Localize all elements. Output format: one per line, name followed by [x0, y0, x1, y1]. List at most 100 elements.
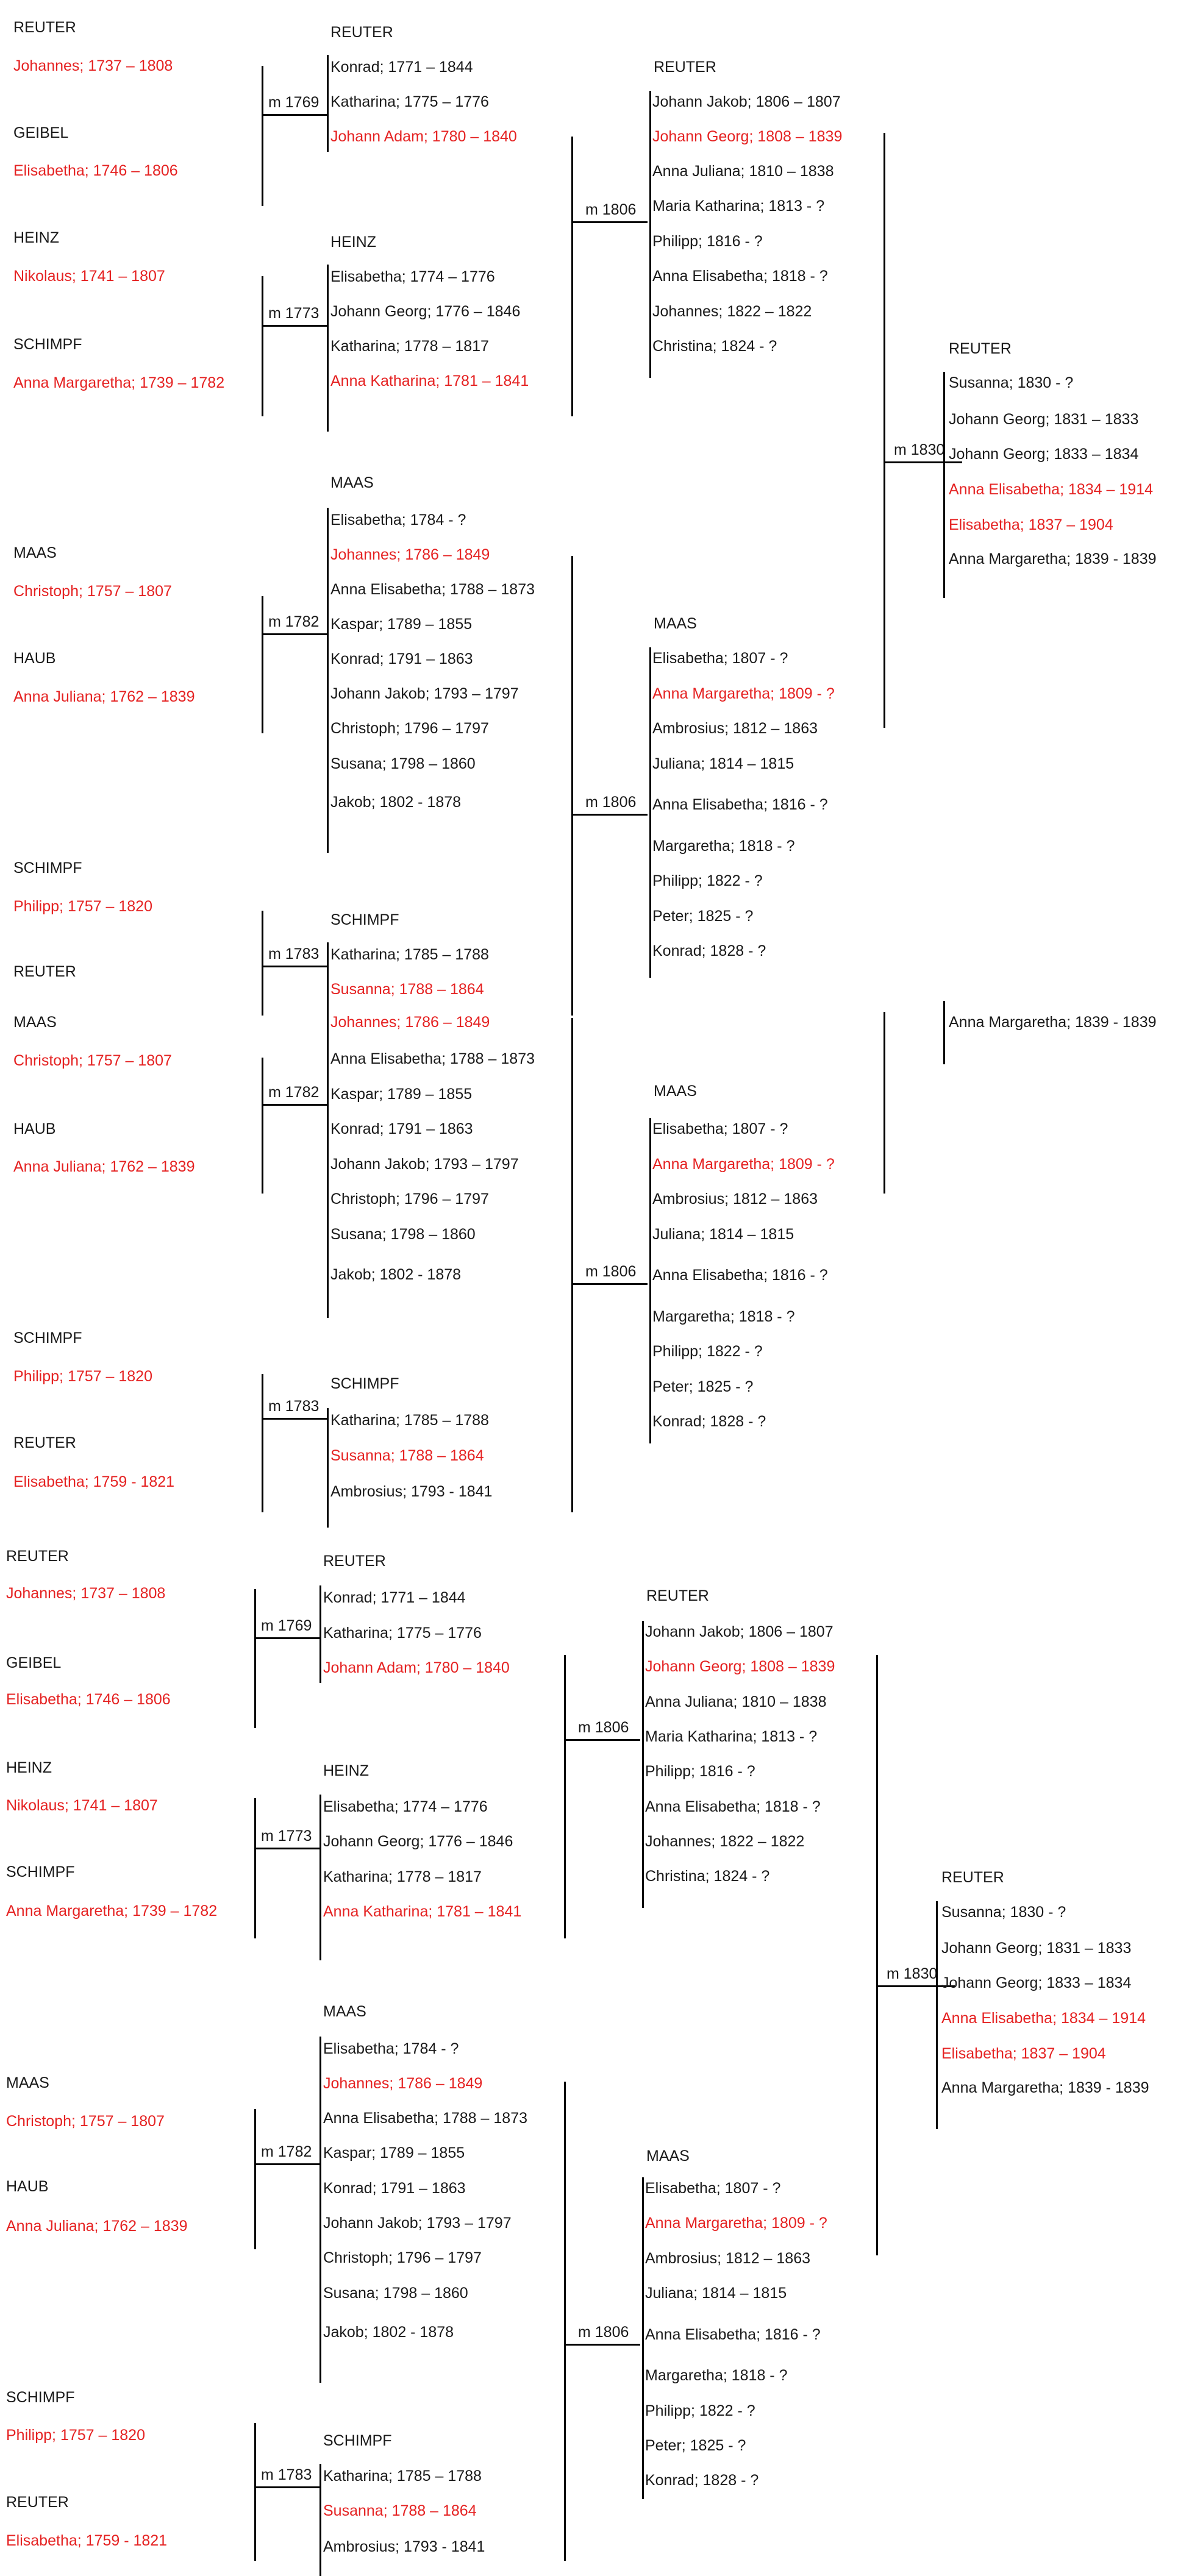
- child-entry: Konrad; 1828 - ?: [652, 1413, 766, 1430]
- child-entry: Susana; 1798 – 1860: [330, 755, 476, 772]
- grandparent-name: Anna Juliana; 1762 – 1839: [13, 688, 195, 705]
- child-entry: Anna Margaretha; 1809 - ?: [652, 685, 835, 702]
- couple-bracket-line: [262, 596, 263, 733]
- child-entry: Johannes; 1786 – 1849: [330, 1014, 490, 1031]
- child-entry: Elisabetha; 1784 - ?: [330, 511, 466, 528]
- family-surname: MAAS: [330, 474, 374, 491]
- grandparent-surname: REUTER: [6, 1548, 69, 1565]
- child-entry: Johannes; 1822 – 1822: [645, 1833, 805, 1850]
- child-entry: Susanna; 1830 - ?: [949, 374, 1074, 391]
- child-entry: Anna Elisabetha; 1816 - ?: [645, 2326, 821, 2343]
- grandparent-surname: REUTER: [13, 963, 76, 980]
- grandparent-surname: HAUB: [13, 1120, 56, 1137]
- marriage-year: m 1769: [261, 1617, 312, 1634]
- child-entry: Jakob; 1802 - 1878: [330, 794, 462, 811]
- family-surname: SCHIMPF: [330, 911, 399, 928]
- family-surname: SCHIMPF: [330, 1375, 399, 1392]
- family-surname: MAAS: [654, 615, 697, 632]
- marriage-line: [262, 325, 328, 327]
- family-surname: HEINZ: [323, 1762, 369, 1779]
- grandparent-surname: HAUB: [13, 650, 56, 667]
- child-entry: Anna Katharina; 1781 – 1841: [330, 372, 529, 390]
- grandparent-surname: GEIBEL: [13, 124, 69, 141]
- marriage-line: [255, 2486, 321, 2488]
- child-entry: Philipp; 1822 - ?: [652, 1343, 763, 1360]
- grandparent-surname: REUTER: [13, 19, 76, 36]
- child-entry: Philipp; 1822 - ?: [652, 872, 763, 889]
- grandparent-name: Anna Margaretha; 1739 – 1782: [13, 374, 225, 391]
- child-entry: Ambrosius; 1812 – 1863: [645, 2250, 811, 2267]
- couple-bracket-line: [262, 1058, 263, 1194]
- couple-bracket-line: [571, 137, 573, 416]
- family-surname: REUTER: [323, 1553, 386, 1570]
- child-entry: Konrad; 1791 – 1863: [330, 1120, 473, 1137]
- couple-bracket-line: [254, 1798, 256, 1938]
- couple-bracket-line: [262, 911, 263, 1016]
- marriage-line: [565, 2344, 640, 2346]
- marriage-line: [262, 1104, 328, 1106]
- child-entry: Peter; 1825 - ?: [652, 908, 754, 925]
- child-entry: Philipp; 1816 - ?: [652, 233, 763, 250]
- grandparent-name: Philipp; 1757 – 1820: [13, 1368, 152, 1385]
- grandparent-name: Christoph; 1757 – 1807: [13, 583, 172, 600]
- child-entry: Anna Juliana; 1810 – 1838: [652, 163, 834, 180]
- child-entry: Elisabetha; 1774 – 1776: [330, 268, 495, 285]
- marriage-line: [255, 1848, 321, 1849]
- marriage-line: [572, 1283, 648, 1285]
- child-entry: Juliana; 1814 – 1815: [652, 755, 794, 772]
- child-entry: Johannes; 1822 – 1822: [652, 303, 812, 320]
- child-entry: Anna Juliana; 1810 – 1838: [645, 1693, 827, 1710]
- family-surname: REUTER: [949, 340, 1012, 357]
- grandparent-name: Anna Margaretha; 1739 – 1782: [6, 1902, 218, 1920]
- marriage-year: m 1806: [578, 2324, 629, 2341]
- marriage-year: m 1782: [268, 1084, 319, 1101]
- child-entry: Maria Katharina; 1813 - ?: [645, 1728, 818, 1745]
- couple-bracket-line: [262, 66, 263, 206]
- child-entry: Christoph; 1796 – 1797: [330, 1190, 489, 1208]
- couple-bracket-line: [883, 133, 885, 728]
- child-entry: Johann Georg; 1833 – 1834: [949, 446, 1139, 463]
- child-entry: Susanna; 1830 - ?: [941, 1904, 1066, 1921]
- child-entry: Jakob; 1802 - 1878: [330, 1266, 462, 1283]
- child-entry: Anna Margaretha; 1839 - 1839: [949, 1014, 1157, 1031]
- child-entry: Elisabetha; 1837 – 1904: [941, 2045, 1106, 2062]
- marriage-line: [262, 1418, 328, 1420]
- marriage-line: [572, 814, 648, 816]
- children-bracket-line: [642, 1621, 644, 1908]
- child-entry: Johann Georg; 1776 – 1846: [330, 303, 521, 320]
- family-surname: REUTER: [330, 24, 393, 41]
- couple-bracket-line: [564, 1655, 566, 1938]
- marriage-year: m 1830: [887, 1965, 938, 1982]
- grandparent-name: Philipp; 1757 – 1820: [6, 2427, 145, 2444]
- couple-bracket-line: [254, 2423, 256, 2561]
- child-entry: Ambrosius; 1812 – 1863: [652, 1190, 818, 1208]
- marriage-year: m 1773: [268, 305, 319, 322]
- grandparent-name: Nikolaus; 1741 – 1807: [13, 268, 165, 285]
- marriage-year: m 1782: [268, 613, 319, 630]
- child-entry: Johann Georg; 1776 – 1846: [323, 1833, 513, 1850]
- couple-bracket-line: [571, 556, 573, 1016]
- children-bracket-line: [327, 508, 329, 853]
- family-surname: MAAS: [323, 2003, 366, 2020]
- grandparent-name: Johannes; 1737 – 1808: [13, 57, 173, 74]
- child-entry: Susana; 1798 – 1860: [323, 2285, 468, 2302]
- child-entry: Johann Jakob; 1793 – 1797: [330, 685, 519, 702]
- marriage-year: m 1806: [585, 794, 637, 811]
- child-entry: Anna Elisabetha; 1818 - ?: [645, 1798, 821, 1815]
- child-entry: Johann Jakob; 1793 – 1797: [323, 2215, 512, 2232]
- child-entry: Johannes; 1786 – 1849: [330, 546, 490, 563]
- child-entry: Ambrosius; 1812 – 1863: [652, 720, 818, 737]
- grandparent-surname: MAAS: [6, 2074, 49, 2091]
- grandparent-name: Anna Juliana; 1762 – 1839: [13, 1158, 195, 1175]
- grandparent-surname: SCHIMPF: [13, 336, 82, 353]
- child-entry: Anna Margaretha; 1809 - ?: [645, 2215, 827, 2232]
- child-entry: Anna Elisabetha; 1816 - ?: [652, 796, 828, 813]
- marriage-line: [565, 1739, 640, 1741]
- marriage-year: m 1830: [894, 441, 945, 458]
- child-entry: Christina; 1824 - ?: [652, 338, 777, 355]
- grandparent-surname: SCHIMPF: [13, 1329, 82, 1347]
- marriage-line: [262, 966, 328, 967]
- grandparent-surname: REUTER: [13, 1434, 76, 1451]
- family-surname: MAAS: [654, 1083, 697, 1100]
